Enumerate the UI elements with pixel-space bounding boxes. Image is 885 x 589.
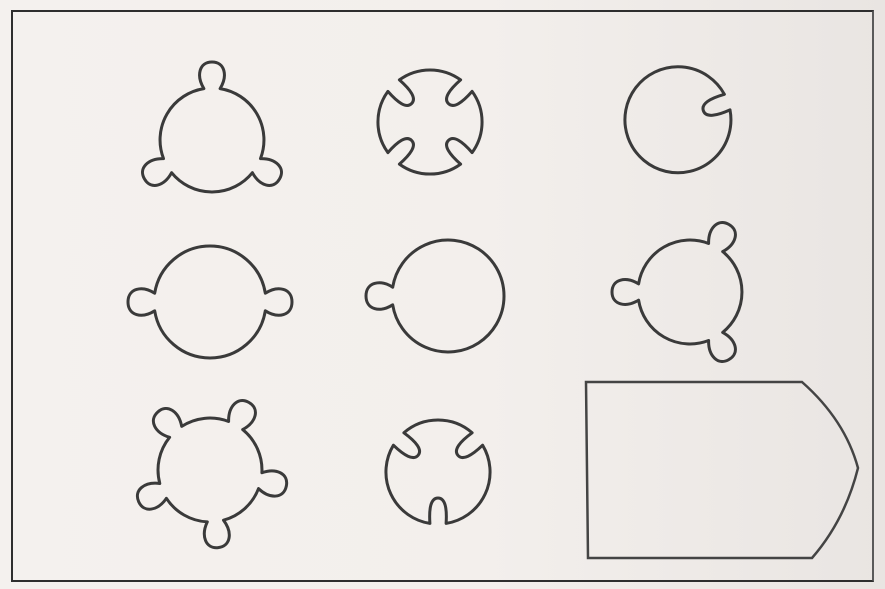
- looped-circle-outline: [143, 62, 282, 192]
- figure-three-inner-loops: [386, 420, 490, 523]
- answer-box: [586, 382, 858, 558]
- figure-five-outer-loops: [137, 401, 286, 548]
- figure-three-outer-loops-left: [612, 223, 742, 362]
- looped-circle-outline: [625, 67, 731, 173]
- figure-one-inner-loop: [625, 67, 731, 173]
- looped-circle-outline: [612, 223, 742, 362]
- looped-circle-outline: [386, 420, 490, 523]
- looped-circle-outline: [128, 246, 292, 358]
- looped-circle-outline: [378, 70, 482, 174]
- looped-circle-outline: [366, 240, 504, 352]
- figure-three-outer-loops-top: [143, 62, 282, 192]
- figure-two-outer-loops: [128, 246, 292, 358]
- looped-circle-outline: [137, 401, 286, 548]
- figure-four-inner-loops: [378, 70, 482, 174]
- figure-one-outer-loop: [366, 240, 504, 352]
